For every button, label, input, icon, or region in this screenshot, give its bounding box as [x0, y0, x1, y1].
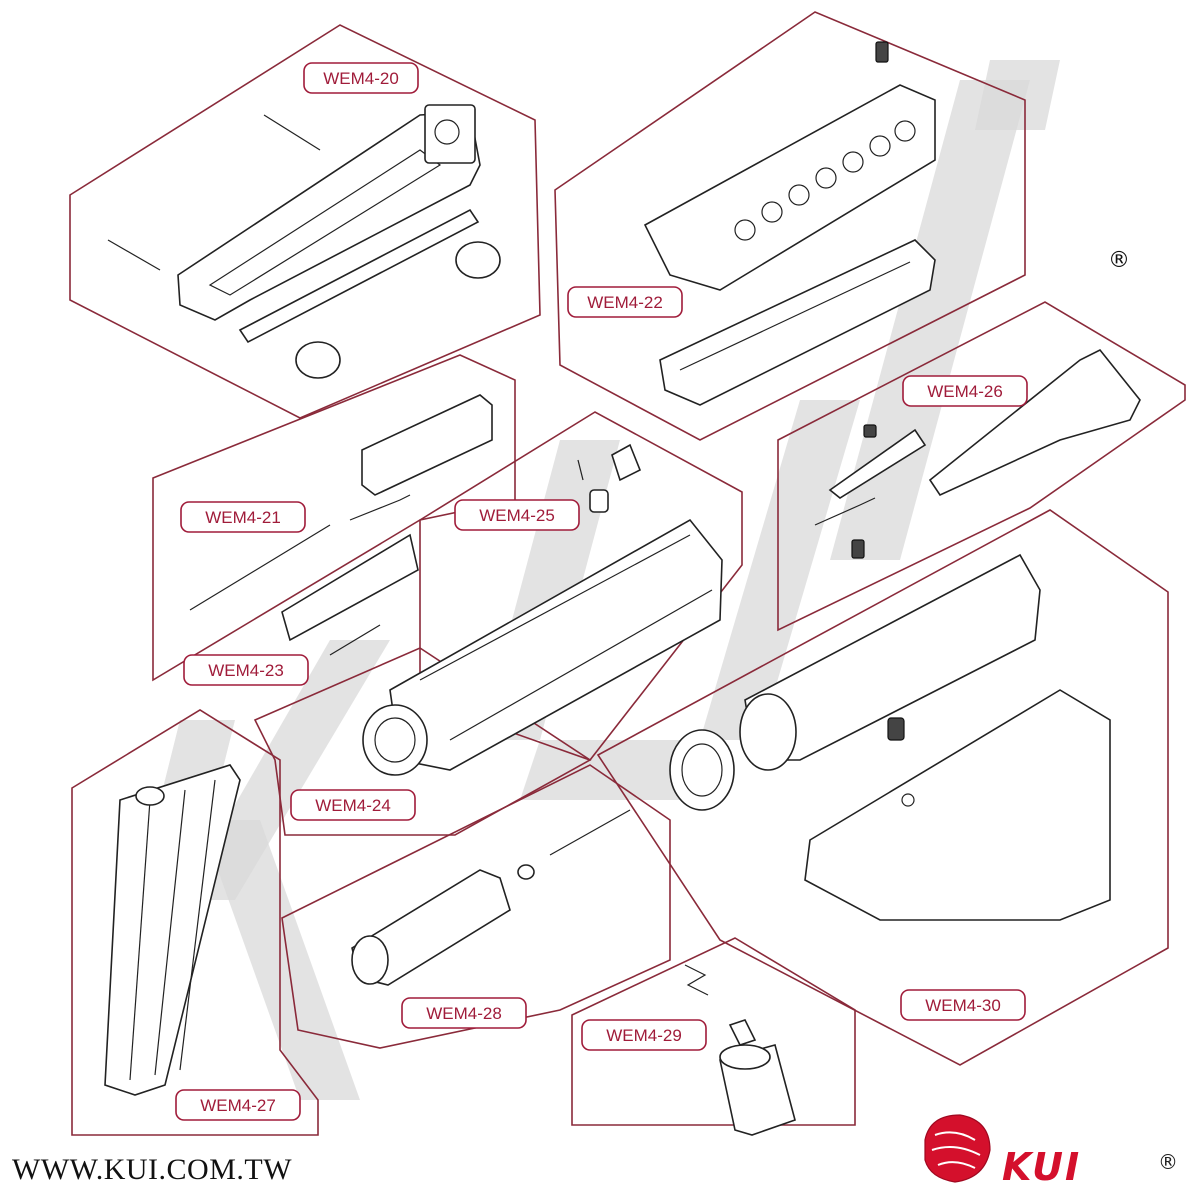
panel-wem4-27 — [71, 709, 319, 1136]
part-carry-handle — [107, 104, 501, 379]
panel-wem4-26 — [777, 301, 1186, 632]
svg-text:WEM4-24: WEM4-24 — [315, 796, 391, 815]
panel-wem4-22 — [554, 11, 1026, 441]
brand-lion-logo — [924, 1114, 991, 1183]
part-switch-assembly — [684, 964, 796, 1136]
panel-wem4-29 — [571, 937, 856, 1126]
part-battery-tube — [351, 809, 631, 986]
part-bolt-catch-pin — [577, 443, 642, 513]
svg-text:WEM4-25: WEM4-25 — [479, 506, 555, 525]
svg-text:WEM4-27: WEM4-27 — [200, 1096, 276, 1115]
label-wem4-27: WEM4-27 — [175, 1089, 301, 1121]
label-wem4-29: WEM4-29 — [581, 1019, 707, 1051]
svg-text:WEM4-29: WEM4-29 — [606, 1026, 682, 1045]
label-wem4-22: WEM4-22 — [567, 286, 683, 318]
svg-text:WEM4-21: WEM4-21 — [205, 508, 281, 527]
label-wem4-20: WEM4-20 — [303, 62, 419, 94]
part-ejection-cover-and-rod — [189, 394, 493, 656]
panel-wem4-24 — [253, 647, 592, 836]
website-url: WWW.KUI.COM.TW — [12, 1153, 293, 1186]
label-wem4-24: WEM4-24 — [290, 789, 416, 821]
panel-wem4-28 — [281, 764, 671, 1049]
part-handguard — [643, 41, 936, 406]
part-buffer-tube-and-stock — [669, 553, 1111, 921]
registered-mark: ® — [1108, 248, 1130, 273]
part-charging-handle — [814, 348, 1141, 559]
svg-text:WEM4-20: WEM4-20 — [323, 69, 399, 88]
label-wem4-23: WEM4-23 — [183, 654, 309, 686]
svg-text:WEM4-30: WEM4-30 — [925, 996, 1001, 1015]
brand-registered-mark: ® — [1158, 1150, 1178, 1174]
panel-wem4-30 — [596, 509, 1169, 1066]
part-upper-receiver — [362, 518, 723, 776]
label-wem4-30: WEM4-30 — [900, 989, 1026, 1021]
brand-wordmark: KUI — [1002, 1145, 1081, 1189]
svg-text:WEM4-28: WEM4-28 — [426, 1004, 502, 1023]
label-wem4-28: WEM4-28 — [401, 997, 527, 1029]
brand-name: KUI — [1002, 1145, 1081, 1189]
label-wem4-26: WEM4-26 — [902, 375, 1028, 407]
svg-text:WEM4-22: WEM4-22 — [587, 293, 663, 312]
part-magazine — [104, 764, 241, 1096]
panel-wem4-20 — [69, 24, 541, 419]
label-wem4-25: WEM4-25 — [454, 499, 580, 531]
svg-text:WEM4-26: WEM4-26 — [927, 382, 1003, 401]
svg-text:WEM4-23: WEM4-23 — [208, 661, 284, 680]
label-wem4-21: WEM4-21 — [180, 501, 306, 533]
